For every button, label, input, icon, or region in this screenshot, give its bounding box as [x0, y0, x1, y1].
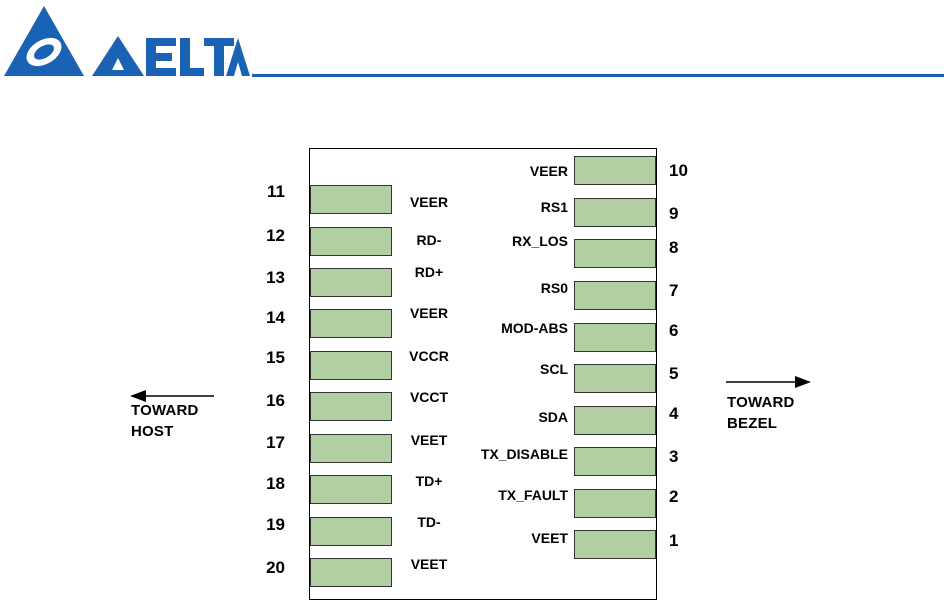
pin-number-3: 3: [669, 447, 679, 466]
pin-number-18: 18: [266, 474, 285, 493]
pin-number-10: 10: [669, 161, 688, 180]
pin-pad-2: [574, 489, 656, 518]
pin-signal-18: TD+: [415, 473, 443, 489]
delta-logo: [4, 6, 250, 76]
toward-host-line2: HOST: [131, 423, 174, 440]
toward-host-line1: TOWARD: [131, 402, 199, 419]
pin-pad-19: [310, 517, 392, 546]
pin-pad-7: [574, 281, 656, 310]
pin-number-11: 11: [267, 182, 285, 201]
pin-number-19: 19: [266, 515, 285, 534]
pin-signal-19: TD-: [417, 514, 441, 530]
pin-pad-13: [310, 268, 392, 297]
pin-pad-1: [574, 530, 656, 559]
pin-signal-17: VEET: [410, 432, 448, 448]
pin-pad-17: [310, 434, 392, 463]
toward-bezel-line1: TOWARD: [727, 394, 795, 411]
pin-number-1: 1: [669, 531, 679, 550]
pin-signal-5: SCL: [540, 361, 568, 377]
pin-signal-1: VEET: [531, 530, 568, 546]
pin-signal-12: RD-: [416, 232, 442, 248]
pin-signal-8: RX_LOS: [511, 233, 568, 249]
pin-pad-6: [574, 323, 656, 352]
arrow-right-icon: [726, 376, 811, 388]
pin-number-2: 2: [669, 487, 679, 506]
pin-number-5: 5: [669, 364, 679, 383]
pin-pad-18: [310, 475, 392, 504]
pin-number-17: 17: [266, 433, 285, 452]
pin-signal-2: TX_FAULT: [498, 487, 568, 503]
pin-number-8: 8: [669, 238, 679, 257]
pin-number-14: 14: [266, 308, 285, 327]
pin-pad-15: [310, 351, 392, 380]
pin-signal-3: TX_DISABLE: [480, 446, 568, 462]
header-rule: [252, 74, 944, 77]
toward-bezel-label: TOWARD BEZEL: [727, 392, 795, 434]
pin-signal-15: VCCR: [409, 348, 449, 364]
pin-signal-14: VEER: [409, 305, 449, 321]
pin-signal-16: VCCT: [409, 389, 449, 405]
pin-number-13: 13: [266, 268, 285, 287]
pin-pad-8: [574, 239, 656, 268]
pin-number-6: 6: [669, 321, 679, 340]
pin-signal-13: RD+: [414, 264, 444, 280]
pin-pad-14: [310, 309, 392, 338]
pin-pad-4: [574, 406, 656, 435]
pin-signal-11: VEER: [409, 194, 449, 210]
pin-pad-11: [310, 185, 392, 214]
pin-number-7: 7: [669, 281, 679, 300]
toward-host-label: TOWARD HOST: [131, 400, 199, 442]
pin-pad-3: [574, 447, 656, 476]
pin-number-20: 20: [266, 558, 285, 577]
pin-signal-10: VEER: [529, 163, 568, 179]
pin-number-16: 16: [266, 391, 285, 410]
pin-pad-16: [310, 392, 392, 421]
pin-signal-9: RS1: [540, 199, 568, 215]
pin-number-15: 15: [266, 348, 285, 367]
pin-pad-10: [574, 156, 656, 185]
pin-pad-9: [574, 198, 656, 227]
pin-pad-5: [574, 364, 656, 393]
toward-bezel-line2: BEZEL: [727, 415, 778, 432]
pin-pad-20: [310, 558, 392, 587]
pin-number-9: 9: [669, 204, 679, 223]
pin-signal-7: RS0: [540, 280, 568, 296]
pin-signal-6: MOD-ABS: [501, 320, 568, 336]
pin-signal-4: SDA: [538, 409, 568, 425]
pin-signal-20: VEET: [410, 556, 448, 572]
arrow-left-icon: [130, 390, 214, 402]
pin-number-4: 4: [669, 404, 679, 423]
pin-number-12: 12: [266, 226, 285, 245]
pin-pad-12: [310, 227, 392, 256]
